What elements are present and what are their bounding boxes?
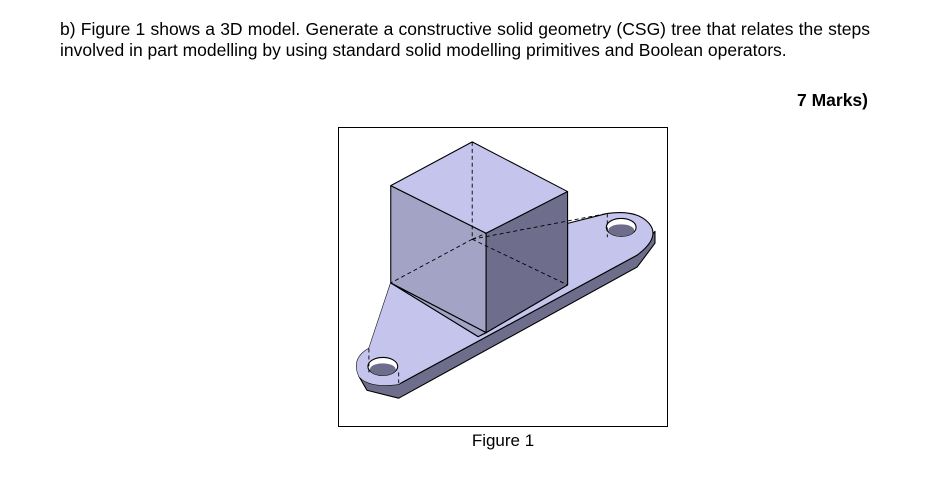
- marks-label: 7 Marks): [796, 90, 868, 110]
- left-lug-top-face: [356, 282, 409, 386]
- hidden-edges: [368, 141, 608, 385]
- question-text: b) Figure 1 shows a 3D model. Generate a…: [60, 19, 870, 60]
- csg-3d-model-drawing: [356, 141, 656, 399]
- figure-caption: Figure 1: [471, 431, 535, 450]
- figure-1-frame: [338, 127, 668, 427]
- rib-front-face: [390, 282, 487, 338]
